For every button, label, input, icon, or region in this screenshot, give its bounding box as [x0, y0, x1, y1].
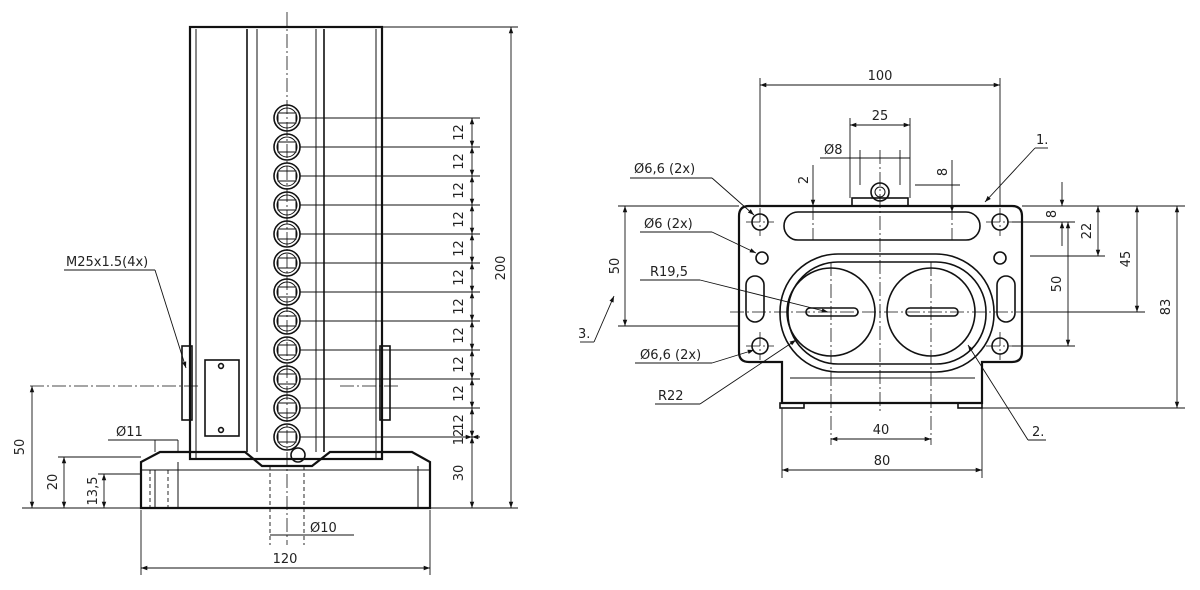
top-slot [783, 211, 981, 241]
dim-25: 25 [872, 109, 889, 124]
dim-22: 22 [1080, 223, 1095, 240]
dim-13-5: 13,5 [86, 477, 101, 506]
callout-1: 1. [1036, 133, 1048, 148]
top-view: 100 25 Ø8 2 8 8 22 50 45 [578, 69, 1185, 478]
dim-50-right: 50 [1050, 276, 1065, 293]
dim-80: 80 [874, 454, 891, 469]
housing-body [188, 25, 384, 461]
pitch-label: 12 [452, 211, 467, 228]
dim-height: 200 [494, 256, 509, 281]
hole-6-label: Ø6 (2x) [644, 217, 693, 232]
dim-100: 100 [868, 69, 893, 84]
main-opening-outer [779, 253, 995, 373]
pitch-label: 12 [452, 414, 467, 431]
r195-label: R19,5 [650, 265, 688, 280]
dim-40: 40 [873, 423, 890, 438]
label-plate [204, 359, 240, 437]
hole-bottom-label: Ø10 [310, 521, 337, 536]
dim-phi8: Ø8 [824, 143, 843, 158]
dim-83: 83 [1159, 299, 1174, 316]
callout-2: 2. [1032, 425, 1044, 440]
dim-30: 30 [452, 465, 467, 482]
hole-66-top-label: Ø6,6 (2x) [634, 162, 695, 177]
main-opening-inner [787, 261, 987, 365]
dim-8-top: 8 [936, 168, 951, 176]
right-gland [379, 345, 391, 421]
pitch-label: 12 [452, 327, 467, 344]
mounting-plate [737, 204, 1024, 405]
terminal-stack [273, 104, 301, 451]
housing-base [139, 450, 432, 510]
pitch-label: 12 [452, 385, 467, 402]
dim-width: 120 [273, 552, 298, 567]
r22-label: R22 [658, 389, 684, 404]
dim-20: 20 [46, 474, 61, 491]
pitch-label: 12 [452, 298, 467, 315]
pitch-label: 12 [452, 356, 467, 373]
hole-66-bottom-label: Ø6,6 (2x) [640, 348, 701, 363]
front-view: 50 20 13,5 Ø11 M25x1.5(4x) Ø10 120 200 1… [13, 12, 518, 575]
dim-2: 2 [797, 176, 812, 184]
left-gland [181, 345, 193, 421]
dim-45: 45 [1119, 251, 1134, 268]
callout-3: 3. [578, 327, 590, 342]
pitch-label: 12 [452, 182, 467, 199]
dim-8-right: 8 [1045, 210, 1060, 218]
pitch-label: 12 [452, 429, 467, 446]
pitch-label: 12 [452, 153, 467, 170]
right-side-slot [996, 275, 1016, 323]
pitch-label: 12 [452, 240, 467, 257]
dim-mount-height: 50 [13, 439, 28, 456]
bottom-hole [290, 447, 306, 463]
pitch-label: 12 [452, 124, 467, 141]
pitch-label: 12 [452, 269, 467, 286]
left-side-slot [745, 275, 765, 323]
hole-small-label: Ø11 [116, 425, 143, 440]
dim-50-left: 50 [608, 258, 623, 275]
thread-label: M25x1.5(4x) [66, 255, 148, 270]
